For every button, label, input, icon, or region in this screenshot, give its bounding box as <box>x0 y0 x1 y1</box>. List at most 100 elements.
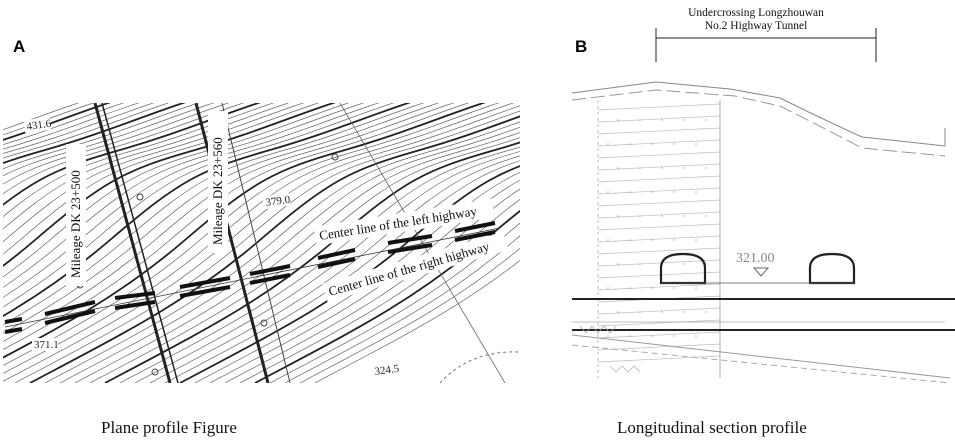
strata-dot <box>705 311 707 313</box>
map-dashed-boundary <box>439 351 520 383</box>
contour-line <box>239 199 520 383</box>
contour-line <box>3 103 125 146</box>
elevation-marker-icon <box>752 267 770 277</box>
strata-hatch <box>597 307 721 315</box>
contour-line <box>14 110 520 383</box>
contour-line <box>44 121 520 383</box>
strata-dot <box>651 287 653 289</box>
survey-point <box>331 153 339 161</box>
strata-hatch <box>597 319 721 327</box>
strata-dot <box>683 215 685 217</box>
contour-line <box>104 141 520 383</box>
contour-line <box>3 103 365 288</box>
strata-hatch <box>597 259 721 267</box>
strata-dot <box>651 143 653 145</box>
strata-dot <box>651 239 653 241</box>
strata-dot <box>617 311 619 313</box>
mileage-left-label: Mileage DK 23+500 <box>68 170 83 278</box>
strata-hatch <box>597 163 721 171</box>
contour-line <box>299 247 520 383</box>
plan-map-frame <box>3 103 520 383</box>
strata-hatch <box>597 175 721 183</box>
survey-point <box>260 319 268 327</box>
strata-dot <box>695 191 697 193</box>
strata-dot <box>639 167 641 169</box>
elevation-label: 321.00 <box>736 251 775 266</box>
lower-stratum-line-2 <box>571 344 951 384</box>
strata-hatch <box>597 103 721 111</box>
highway-axis-line <box>4 227 501 328</box>
strata-dot <box>617 119 619 121</box>
strata-dot <box>673 191 675 193</box>
contour-line <box>134 151 520 383</box>
contour-line <box>29 115 520 383</box>
contour-label-3: 371.1 <box>34 339 59 351</box>
strata-hatch <box>597 355 721 363</box>
contour-line <box>3 103 187 165</box>
ground-surface-line <box>571 81 946 147</box>
contour-line <box>3 103 395 308</box>
contour-label-1: 431.6 <box>26 118 53 133</box>
strata-hatch <box>597 223 721 231</box>
contour-label-4: 324.5 <box>374 363 401 378</box>
contour-line <box>3 103 337 268</box>
strata-hatch <box>597 235 721 243</box>
contour-line <box>3 103 262 206</box>
strata-dot <box>639 215 641 217</box>
strata-hatch <box>597 211 721 219</box>
strata-dot <box>673 287 675 289</box>
contour-line <box>3 103 350 278</box>
strata-hatch <box>597 187 721 195</box>
contour-line <box>284 235 520 383</box>
strata-dot <box>705 119 707 121</box>
contour-line <box>3 103 487 359</box>
strata-hatch <box>597 271 721 279</box>
contour-line <box>3 103 140 150</box>
contour-line <box>59 126 520 383</box>
strata-dot <box>705 167 707 169</box>
strata-hatch <box>597 343 721 351</box>
strata-dot <box>695 239 697 241</box>
strata-dot <box>607 143 609 145</box>
strata-hatch <box>597 199 721 207</box>
strata-dot <box>673 335 675 337</box>
contour-line <box>209 179 520 383</box>
contour-line <box>3 103 245 195</box>
contour-line <box>3 103 112 141</box>
right-highway-centerline <box>4 230 496 334</box>
mileage-right-label: Mileage DK 23+560 <box>210 137 225 245</box>
panel-b-section: Undercrossing Longzhouwan No.2 Highway T… <box>571 7 955 384</box>
railway-line-left <box>93 103 172 383</box>
left-highway-centerline <box>4 221 496 324</box>
survey-point <box>151 368 159 376</box>
contour-line <box>314 260 520 383</box>
contour-line <box>3 103 170 159</box>
strata-hatch <box>597 127 721 135</box>
tunnel-title-line2: No.2 Highway Tunnel <box>705 20 808 32</box>
contour-line <box>74 132 520 383</box>
contour-line <box>254 209 520 383</box>
rock-hatch-top <box>579 325 617 334</box>
mileage-left-box <box>66 144 86 286</box>
contour-line <box>194 172 520 383</box>
strata-dot <box>661 167 663 169</box>
strata-hatch <box>597 283 721 291</box>
strata-dot <box>639 263 641 265</box>
contour-line <box>3 103 230 185</box>
strata-dot <box>651 191 653 193</box>
strata-dot <box>705 215 707 217</box>
contour-line <box>3 103 500 366</box>
panel-a-caption: Plane profile Figure <box>101 418 237 437</box>
contour-line <box>3 103 440 334</box>
contour-line <box>3 105 520 382</box>
tunnel-section-right <box>808 252 856 285</box>
strata-dot <box>683 263 685 265</box>
contour-line <box>224 188 520 383</box>
strata-dot <box>661 119 663 121</box>
contour-line <box>3 103 215 177</box>
strata-hatch <box>597 151 721 159</box>
mileage-right-box <box>208 111 228 253</box>
tunnel-section-left <box>659 252 707 285</box>
strata-dot <box>607 191 609 193</box>
strata-dot <box>629 239 631 241</box>
